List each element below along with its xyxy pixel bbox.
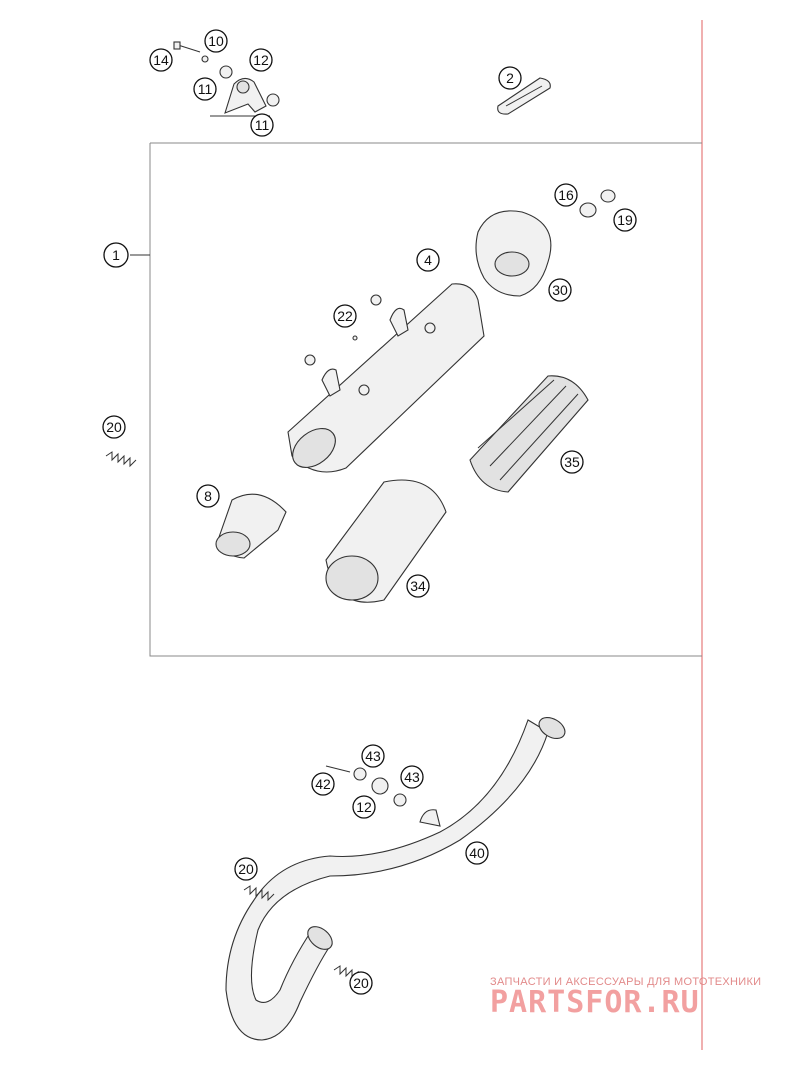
svg-text:2: 2: [506, 70, 514, 86]
callout-40: 40: [465, 841, 489, 865]
callout-1: 1: [103, 242, 150, 268]
callout-20: 20: [234, 857, 258, 881]
svg-text:19: 19: [617, 212, 633, 228]
end-cap-part: [475, 189, 616, 297]
svg-text:22: 22: [337, 308, 353, 324]
callout-14: 14: [149, 48, 173, 72]
callout-20: 20: [349, 971, 373, 995]
svg-text:35: 35: [564, 454, 580, 470]
svg-text:11: 11: [255, 117, 270, 133]
callout-10: 10: [204, 29, 228, 53]
callout-43: 43: [400, 765, 424, 789]
svg-text:20: 20: [106, 419, 122, 435]
callout-16: 16: [554, 183, 578, 207]
callout-8: 8: [196, 484, 220, 508]
callout-20: 20: [102, 415, 126, 439]
callouts: 1 2 4 8 10 11 11 12 14 16 19: [102, 29, 637, 995]
svg-text:12: 12: [253, 52, 269, 68]
callout-2: 2: [498, 66, 522, 90]
inlet-cone-part: [215, 493, 287, 559]
callout-11: 11: [250, 113, 274, 137]
mounting-bracket-part: [173, 41, 280, 117]
callout-4: 4: [416, 248, 440, 272]
svg-text:8: 8: [204, 488, 212, 504]
svg-text:43: 43: [365, 748, 381, 764]
callout-19: 19: [613, 208, 637, 232]
watermark-tagline: ЗАПЧАСТИ И АКСЕССУАРЫ ДЛЯ МОТОТЕХНИКИ: [490, 976, 761, 988]
svg-text:4: 4: [424, 252, 432, 268]
gasket-part: [497, 77, 551, 115]
watermark: ЗАПЧАСТИ И АКСЕССУАРЫ ДЛЯ МОТОТЕХНИКИ PA…: [490, 976, 761, 1020]
svg-text:20: 20: [238, 861, 254, 877]
callout-34: 34: [406, 574, 430, 598]
svg-text:12: 12: [356, 799, 372, 815]
callout-22: 22: [333, 304, 357, 328]
svg-text:10: 10: [208, 33, 224, 49]
silencer-body-part: [287, 283, 485, 473]
callout-12: 12: [249, 48, 273, 72]
callout-42: 42: [311, 772, 335, 796]
callout-43: 43: [361, 744, 385, 768]
svg-text:20: 20: [353, 975, 369, 991]
callout-12: 12: [352, 795, 376, 819]
watermark-brand: PARTSFOR.RU: [490, 985, 700, 1020]
svg-text:42: 42: [315, 776, 331, 792]
callout-35: 35: [560, 450, 584, 474]
svg-text:14: 14: [153, 52, 169, 68]
svg-text:40: 40: [469, 845, 485, 861]
silencer-assembly-frame: [149, 142, 702, 657]
svg-text:30: 30: [552, 282, 568, 298]
header-mount-hardware-part: [325, 765, 407, 807]
svg-text:43: 43: [404, 769, 420, 785]
packing-wool-part: [325, 479, 447, 603]
svg-text:16: 16: [558, 187, 574, 203]
callout-30: 30: [548, 278, 572, 302]
callout-11: 11: [193, 77, 217, 101]
svg-text:1: 1: [112, 247, 120, 263]
header-pipe-part: [225, 716, 566, 1041]
perforated-tube-part: [469, 375, 589, 493]
svg-text:11: 11: [198, 81, 213, 97]
svg-text:34: 34: [410, 578, 426, 594]
